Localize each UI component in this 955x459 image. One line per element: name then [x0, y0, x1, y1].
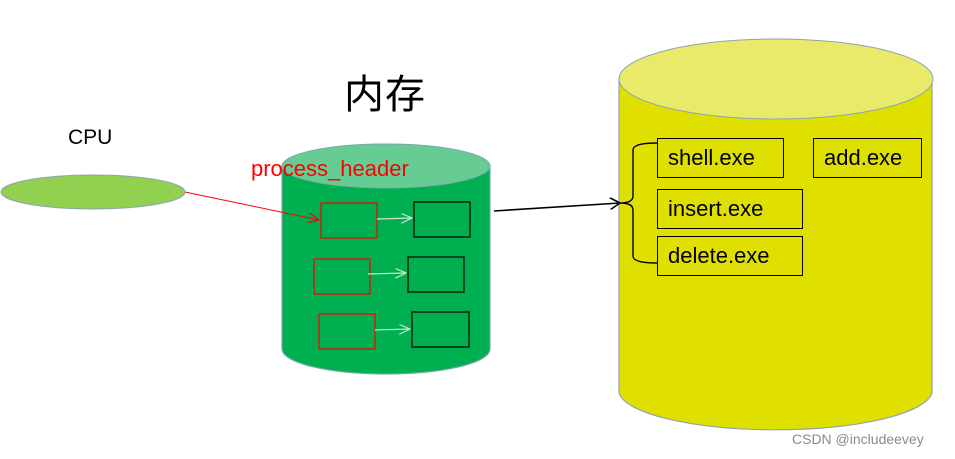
link-arrow-3 — [374, 329, 410, 330]
link-arrow-1 — [376, 218, 412, 219]
process-header-label: process_header — [251, 156, 409, 181]
pcb-box-1 — [320, 202, 378, 239]
link-arrow-2 — [367, 273, 406, 274]
program-box-1 — [413, 201, 471, 238]
program-box-3 — [411, 311, 470, 348]
program-insert: insert.exe — [657, 189, 803, 229]
program-add: add.exe — [813, 138, 922, 178]
cpu-label: CPU — [68, 126, 113, 149]
pcb-box-2 — [313, 258, 371, 295]
memory-cylinder — [281, 143, 491, 375]
pcb-box-3 — [318, 313, 376, 350]
load-arrow — [493, 203, 620, 212]
cpu-pointer-arrow — [184, 191, 319, 220]
memory-title: 内存 — [344, 72, 426, 118]
cpu-ellipse — [0, 174, 186, 210]
watermark: CSDN @includeevey — [792, 431, 924, 447]
program-box-2 — [407, 256, 465, 293]
program-shell: shell.exe — [657, 138, 784, 178]
program-delete: delete.exe — [657, 236, 803, 276]
disk-cylinder — [618, 38, 934, 431]
